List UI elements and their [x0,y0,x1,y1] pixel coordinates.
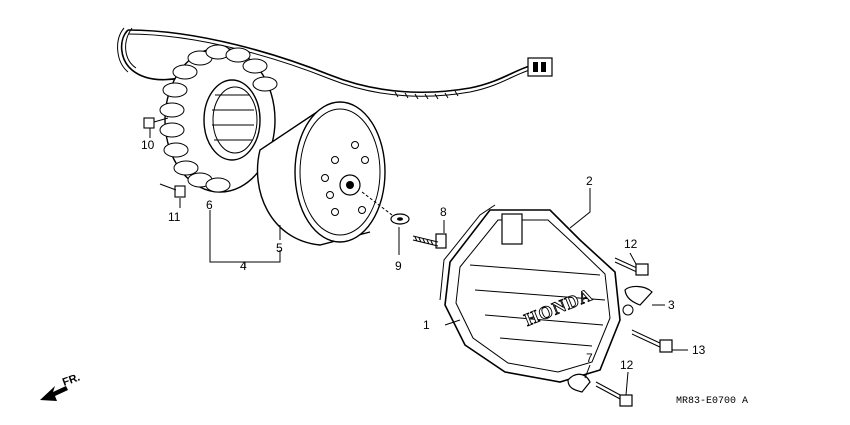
callout-10: 10 [141,138,155,152]
callout-2: 2 [586,174,593,188]
cover-bolt-13 [631,329,673,353]
leader-lines [149,128,688,396]
callout-4: 4 [240,259,247,273]
cover-bolt-12-upper [614,257,649,276]
callout-13: 13 [692,343,706,357]
callout-5: 5 [276,241,283,255]
callout-1: 1 [423,318,430,332]
wire-clamp-7 [567,373,591,393]
callout-12-upper: 12 [624,237,638,251]
callout-9: 9 [395,259,402,273]
callout-11: 11 [168,210,181,224]
front-label: FR. [61,371,82,388]
stator-bolt-11 [159,183,186,198]
callout-6: 6 [206,198,213,212]
stator [159,44,278,193]
stator-bolt-10 [143,117,169,129]
callout-3: 3 [668,298,675,312]
diagram-code: MR83-E0700 A [676,396,748,407]
callout-7: 7 [586,351,593,365]
callout-8: 8 [440,205,447,219]
front-direction-arrow: FR. [40,371,82,401]
rotor-flywheel [256,101,386,246]
washer [361,191,410,225]
wire-clamp-3 [622,285,653,316]
left-crankcase-cover: HONDA [439,204,621,383]
flywheel-bolt [412,233,447,249]
wire-connector [527,57,553,77]
callout-12-lower: 12 [620,358,634,372]
